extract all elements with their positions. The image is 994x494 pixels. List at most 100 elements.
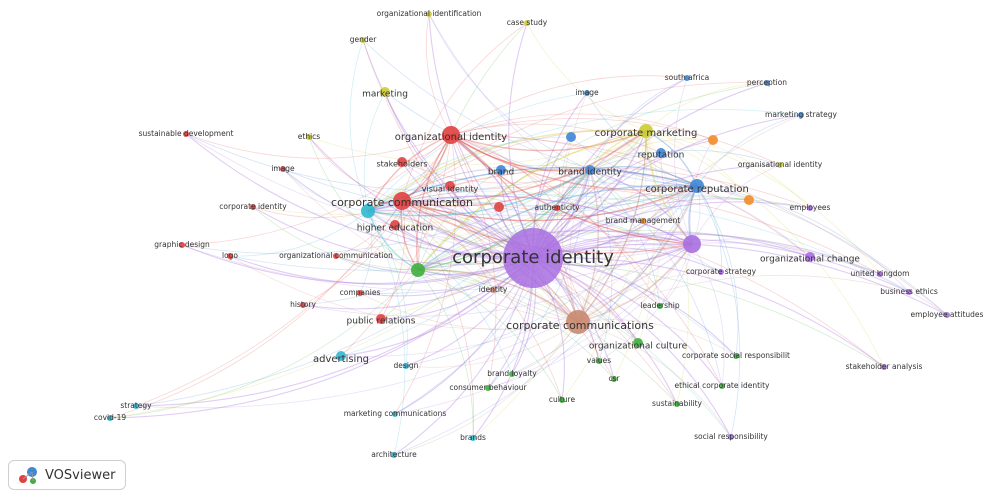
node-visual-identity[interactable]: [445, 181, 455, 191]
node-strategy[interactable]: [133, 403, 139, 409]
node-architecture[interactable]: [391, 452, 397, 458]
node-organizational-identity[interactable]: [442, 126, 460, 144]
node-perception[interactable]: [764, 80, 770, 86]
node-stakeholder-analysis[interactable]: [881, 364, 887, 370]
node-graphic-design[interactable]: [179, 242, 185, 248]
node-organizational-change[interactable]: [805, 252, 815, 262]
node-public-relations[interactable]: [376, 314, 386, 324]
node-brand-identity[interactable]: [585, 165, 595, 175]
label-values: values: [587, 356, 611, 365]
node-corporate-identity-red[interactable]: [250, 204, 256, 210]
node-social-responsibility[interactable]: [728, 434, 734, 440]
node-organizational-culture[interactable]: [633, 338, 643, 348]
link: [532, 256, 885, 368]
node-sustainable-development[interactable]: [183, 131, 189, 137]
node-corporate-communication[interactable]: [393, 192, 411, 210]
link: [417, 269, 615, 380]
node-marketing-strategy[interactable]: [798, 112, 804, 118]
node-consumer-behaviour[interactable]: [485, 385, 491, 391]
node-values[interactable]: [596, 358, 602, 364]
node-ethics[interactable]: [306, 134, 312, 140]
node-corporate-strategy[interactable]: [718, 269, 724, 275]
node-business-ethics[interactable]: [906, 289, 912, 295]
node-brand[interactable]: [496, 165, 506, 175]
link: [229, 255, 534, 285]
label-brand-loyalty: brand loyalty: [487, 369, 537, 378]
link: [526, 22, 647, 132]
link: [450, 134, 811, 258]
link: [417, 82, 768, 271]
link: [589, 169, 948, 316]
node-ethical-corporate-identity[interactable]: [719, 383, 725, 389]
node-case-study[interactable]: [524, 20, 530, 26]
node-united-kingdom[interactable]: [877, 271, 883, 277]
node-brands[interactable]: [470, 435, 476, 441]
node-logo[interactable]: [227, 253, 233, 259]
link: [691, 242, 948, 316]
node-design[interactable]: [403, 363, 409, 369]
link: [185, 133, 591, 191]
node-orange-hub2[interactable]: [744, 195, 754, 205]
label-gender: gender: [350, 35, 378, 44]
link: [645, 130, 881, 275]
vosviewer-badge[interactable]: VOSviewer: [8, 460, 126, 490]
node-corporate-marketing[interactable]: [639, 124, 653, 138]
node-corporate-identity[interactable]: [503, 228, 563, 288]
node-red-hub[interactable]: [494, 202, 504, 212]
node-brand-loyalty[interactable]: [509, 371, 515, 377]
node-leadership[interactable]: [657, 303, 663, 309]
node-corporate-social-responsibility[interactable]: [733, 353, 739, 359]
label-corporate-identity: corporate identity: [452, 247, 614, 268]
link: [577, 185, 698, 323]
node-reputation[interactable]: [656, 148, 666, 158]
node-covid-19[interactable]: [107, 415, 113, 421]
node-stakeholders[interactable]: [397, 157, 407, 167]
node-higher-education[interactable]: [390, 220, 400, 230]
link: [340, 169, 591, 357]
node-marketing-communications[interactable]: [392, 411, 398, 417]
node-image-red[interactable]: [280, 166, 286, 172]
link: [417, 230, 881, 275]
link: [645, 130, 689, 405]
label-marketing: marketing: [362, 90, 408, 100]
label-corporate-social-responsibility: corporate social responsibilit: [682, 351, 790, 360]
node-organizational-identification[interactable]: [426, 11, 432, 17]
node-gender[interactable]: [360, 37, 366, 43]
node-blue-hub1[interactable]: [566, 132, 576, 142]
node-image-blue[interactable]: [584, 90, 590, 96]
node-corporate-communications[interactable]: [566, 310, 590, 334]
node-marketing[interactable]: [380, 87, 390, 97]
link: [308, 136, 534, 259]
link: [401, 185, 698, 222]
node-employees[interactable]: [807, 205, 813, 211]
link: [181, 134, 452, 246]
node-organizational-communication[interactable]: [333, 253, 339, 259]
node-csr[interactable]: [611, 376, 617, 382]
link: [394, 243, 693, 415]
node-advertising[interactable]: [336, 351, 346, 361]
node-south-africa[interactable]: [684, 75, 690, 81]
link: [696, 185, 741, 438]
link: [450, 118, 781, 166]
node-sustainability[interactable]: [674, 401, 680, 407]
node-authenticity[interactable]: [554, 205, 560, 211]
link: [384, 91, 579, 323]
link: [645, 130, 811, 209]
node-identity[interactable]: [490, 287, 496, 293]
node-organisational-identity[interactable]: [777, 162, 783, 168]
node-companies[interactable]: [357, 290, 363, 296]
node-corporate-reputation[interactable]: [690, 179, 704, 193]
label-social-responsibility: social responsibility: [694, 432, 768, 441]
node-brand-management[interactable]: [640, 218, 646, 224]
link: [449, 185, 698, 209]
node-employee-attitudes[interactable]: [944, 312, 950, 318]
link: [450, 130, 647, 152]
node-green-hub[interactable]: [411, 263, 425, 277]
link: [569, 169, 591, 323]
node-purple-hub[interactable]: [683, 235, 701, 253]
node-history[interactable]: [300, 302, 306, 308]
link: [645, 130, 750, 201]
node-culture[interactable]: [559, 397, 565, 403]
node-orange-hub1[interactable]: [708, 135, 718, 145]
node-cyan-hub[interactable]: [361, 204, 375, 218]
